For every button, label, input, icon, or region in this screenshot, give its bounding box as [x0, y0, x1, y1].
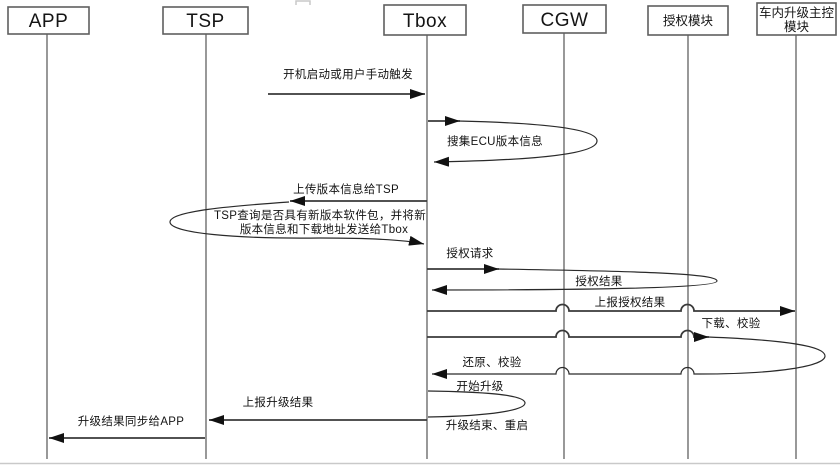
actor-label-master-line1: 车内升级主控 — [759, 5, 835, 20]
message-labels: 开机启动或用户手动触发 搜集ECU版本信息 上传版本信息给TSP TSP查询是否… — [78, 67, 761, 432]
label-upgrade-done: 升级结束、重启 — [446, 418, 529, 432]
loop-collect-ecu-curve — [433, 120, 598, 167]
actor-box-tbox — [383, 4, 467, 36]
label-report-upgrade: 上报升级结果 — [243, 395, 314, 409]
actor-label-tbox: Tbox — [403, 11, 447, 32]
label-auth-result: 授权结果 — [575, 274, 622, 288]
actor-label-auth: 授权模块 — [663, 13, 714, 28]
actor-box-master — [756, 2, 837, 36]
actor-box-tsp — [162, 6, 249, 35]
label-sync-app: 升级结果同步给APP — [78, 415, 185, 428]
message-download-verify-arrow — [427, 329, 709, 342]
label-auth-request: 授权请求 — [446, 246, 493, 260]
actor-labels: APP TSP Tbox CGW 授权模块 车内升级主控 模块 — [29, 5, 835, 34]
actor-box-app — [7, 6, 90, 35]
actor-boxes — [7, 2, 837, 36]
label-tsp-query-line1: TSP查询是否具有新版本软件包，并将新 — [214, 208, 426, 222]
loop-curves — [169, 120, 826, 418]
top-edge-artifact — [295, 0, 311, 5]
label-start-upgrade: 开始升级 — [456, 379, 503, 393]
actor-box-cgw — [522, 4, 607, 34]
label-restore-verify: 还原、校验 — [463, 355, 522, 369]
label-tsp-query-line2: 版本信息和下载地址发送给Tbox — [240, 222, 408, 236]
actor-label-cgw: CGW — [541, 10, 589, 31]
loop-auth-result-curve — [431, 268, 718, 295]
message-report-auth-arrow — [427, 303, 795, 316]
actor-label-app: APP — [29, 11, 69, 32]
label-trigger: 开机启动或用户手动触发 — [283, 67, 413, 81]
actor-label-tsp: TSP — [186, 11, 224, 32]
label-report-auth: 上报授权结果 — [595, 295, 666, 309]
loop-restore-verify-curve — [432, 336, 826, 379]
label-collect-ecu: 搜集ECU版本信息 — [447, 134, 543, 148]
lifelines — [46, 33, 797, 459]
label-upload-version: 上传版本信息给TSP — [293, 182, 399, 196]
actor-label-master-line2: 模块 — [784, 20, 810, 34]
loop-start-upgrade-curve — [427, 390, 526, 418]
message-arrows — [49, 89, 795, 443]
loop-tsp-query-curve — [169, 201, 425, 246]
actor-box-auth — [647, 5, 729, 36]
label-download-verify: 下载、校验 — [702, 316, 761, 330]
